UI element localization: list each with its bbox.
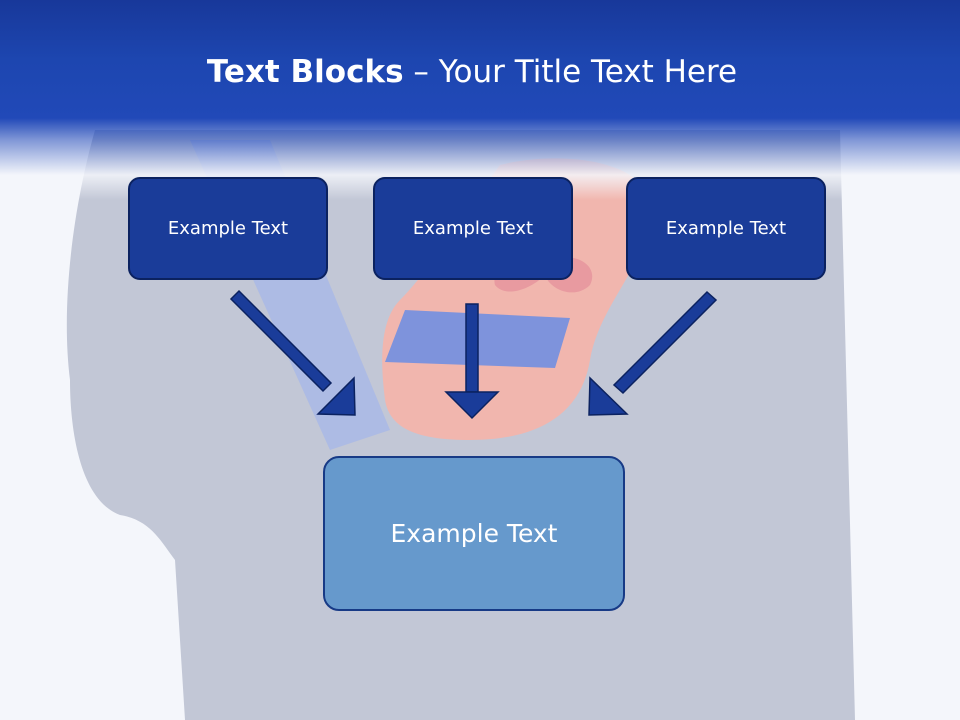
text-block-1-label: Example Text xyxy=(167,218,289,239)
target-block[interactable]: Example Text xyxy=(323,456,625,611)
target-block-label: Example Text xyxy=(390,519,558,548)
text-block-2-label: Example Text xyxy=(412,218,534,239)
text-block-1[interactable]: Example Text xyxy=(128,177,328,280)
title-bold: Text Blocks xyxy=(206,54,404,90)
hand xyxy=(382,158,651,440)
text-block-2[interactable]: Example Text xyxy=(373,177,573,280)
page-title: Text Blocks – Your Title Text Here xyxy=(0,54,944,90)
arrow-down-icon xyxy=(444,303,500,420)
title-rest: – Your Title Text Here xyxy=(403,54,738,90)
arrow-left-icon xyxy=(229,289,356,416)
arrow-right-icon xyxy=(588,290,718,416)
header-band xyxy=(0,0,960,200)
text-block-3-label: Example Text xyxy=(665,218,787,239)
text-block-3[interactable]: Example Text xyxy=(626,177,826,280)
